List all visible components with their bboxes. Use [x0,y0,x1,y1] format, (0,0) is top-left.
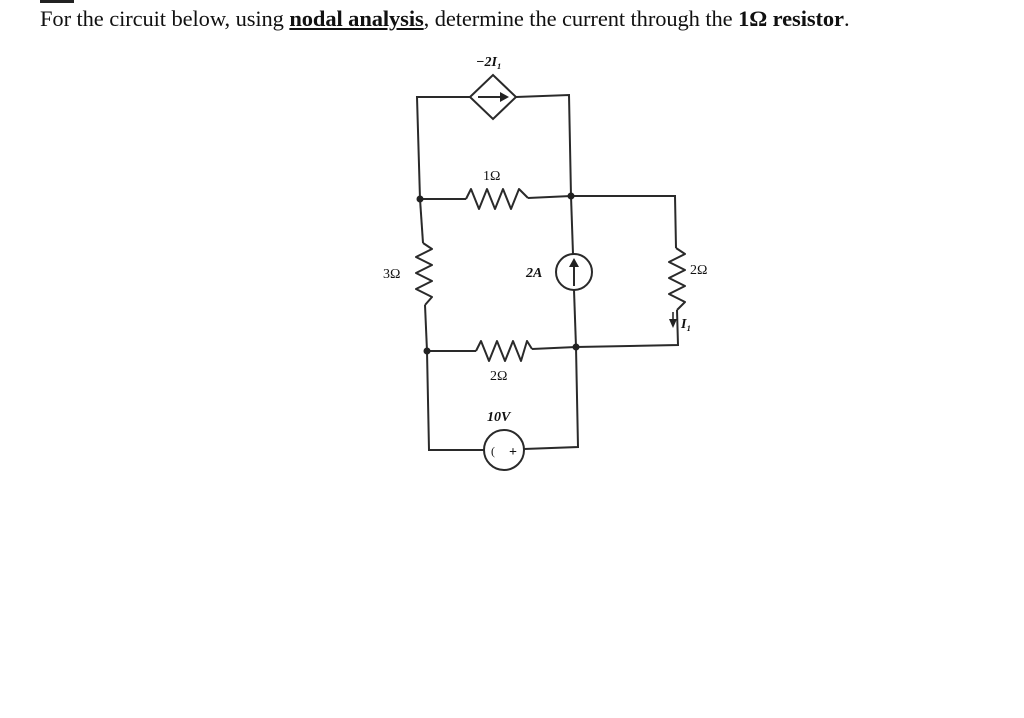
label-dependent-source: −2I₁ [476,55,502,70]
resistor-1ohm [465,188,529,210]
label-r-bottom: 2Ω [490,369,507,384]
label-r-right: 2Ω [690,263,707,278]
node-bottom-left [423,347,431,355]
resistor-2ohm-right [668,247,686,311]
current-i1-indicator [669,312,677,328]
node-top-right [567,192,575,200]
label-r-left: 3Ω [383,267,400,282]
node-top-left [416,195,424,203]
wire-2ohm-right [531,346,577,350]
label-voltage-source: 10V [487,410,512,425]
wire-mid-upper [570,195,574,255]
problem-text-1: For the circuit below, using [40,6,290,31]
wire-left-upper [419,198,424,244]
top-rule [40,0,74,3]
target-text: 1Ω resistor [738,6,844,31]
wire-top-right [515,93,572,197]
resistor-3ohm [415,242,433,306]
wire-top-left [415,96,470,200]
wire-right-top [571,195,677,249]
wires [415,93,680,451]
label-vs-minus: ( [491,444,495,458]
wire-mid-lower [573,289,577,348]
label-r-top: 1Ω [483,169,500,184]
wire-vs-left [426,350,484,451]
label-i1: I₁ [680,317,691,332]
wire-right-bottom [575,309,680,348]
problem-statement: For the circuit below, using nodal analy… [40,6,850,32]
node-bottom-right [572,343,580,351]
current-source-2a [555,253,593,291]
dependent-arrow-icon [500,92,509,102]
dependent-current-source [468,73,518,121]
nodes [416,192,580,355]
label-vs-plus: + [509,445,517,460]
wire-left-lower [424,304,428,352]
arrow-up-icon [569,258,579,267]
wire-vs-right [523,346,580,450]
method-text: nodal analysis [289,6,424,31]
voltage-source-10v [483,429,525,471]
wire-1ohm-right [527,195,572,199]
arrow-down-icon [669,319,677,328]
resistor-2ohm-bottom [475,340,533,362]
problem-text-3: . [843,6,850,31]
label-current-source: 2A [525,266,542,281]
problem-text-2: , determine the current through the [423,6,739,31]
